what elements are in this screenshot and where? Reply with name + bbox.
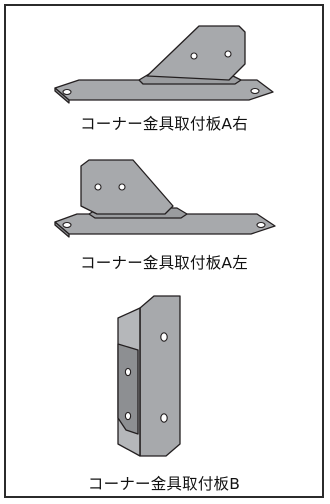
part-a-right-illustration — [6, 18, 322, 110]
hole — [124, 411, 132, 421]
hole — [62, 221, 72, 229]
part-b-label: コーナー金具取付板B — [87, 475, 241, 493]
hole — [250, 87, 260, 95]
upright-plate — [146, 25, 246, 81]
hole — [94, 183, 102, 191]
part-a-left-illustration — [6, 156, 322, 246]
hole — [190, 52, 198, 60]
part-a-right-label: コーナー金具取付板A右 — [80, 115, 248, 133]
hole — [160, 413, 168, 423]
rear-flange — [139, 295, 181, 457]
hole — [160, 332, 168, 342]
base-plate-edge — [54, 221, 70, 238]
upright-plate — [80, 159, 174, 215]
part-a-left-label: コーナー金具取付板A左 — [80, 254, 248, 272]
hole — [62, 88, 72, 96]
hole — [224, 50, 232, 58]
hole — [118, 183, 126, 191]
front-face — [117, 343, 139, 435]
hole — [256, 221, 266, 229]
base-plate-edge — [54, 87, 70, 104]
part-b-illustration — [6, 288, 322, 460]
parts-figure-frame: コーナー金具取付板A右 コーナー金具取付板A左 — [4, 4, 324, 498]
hole — [124, 367, 132, 377]
